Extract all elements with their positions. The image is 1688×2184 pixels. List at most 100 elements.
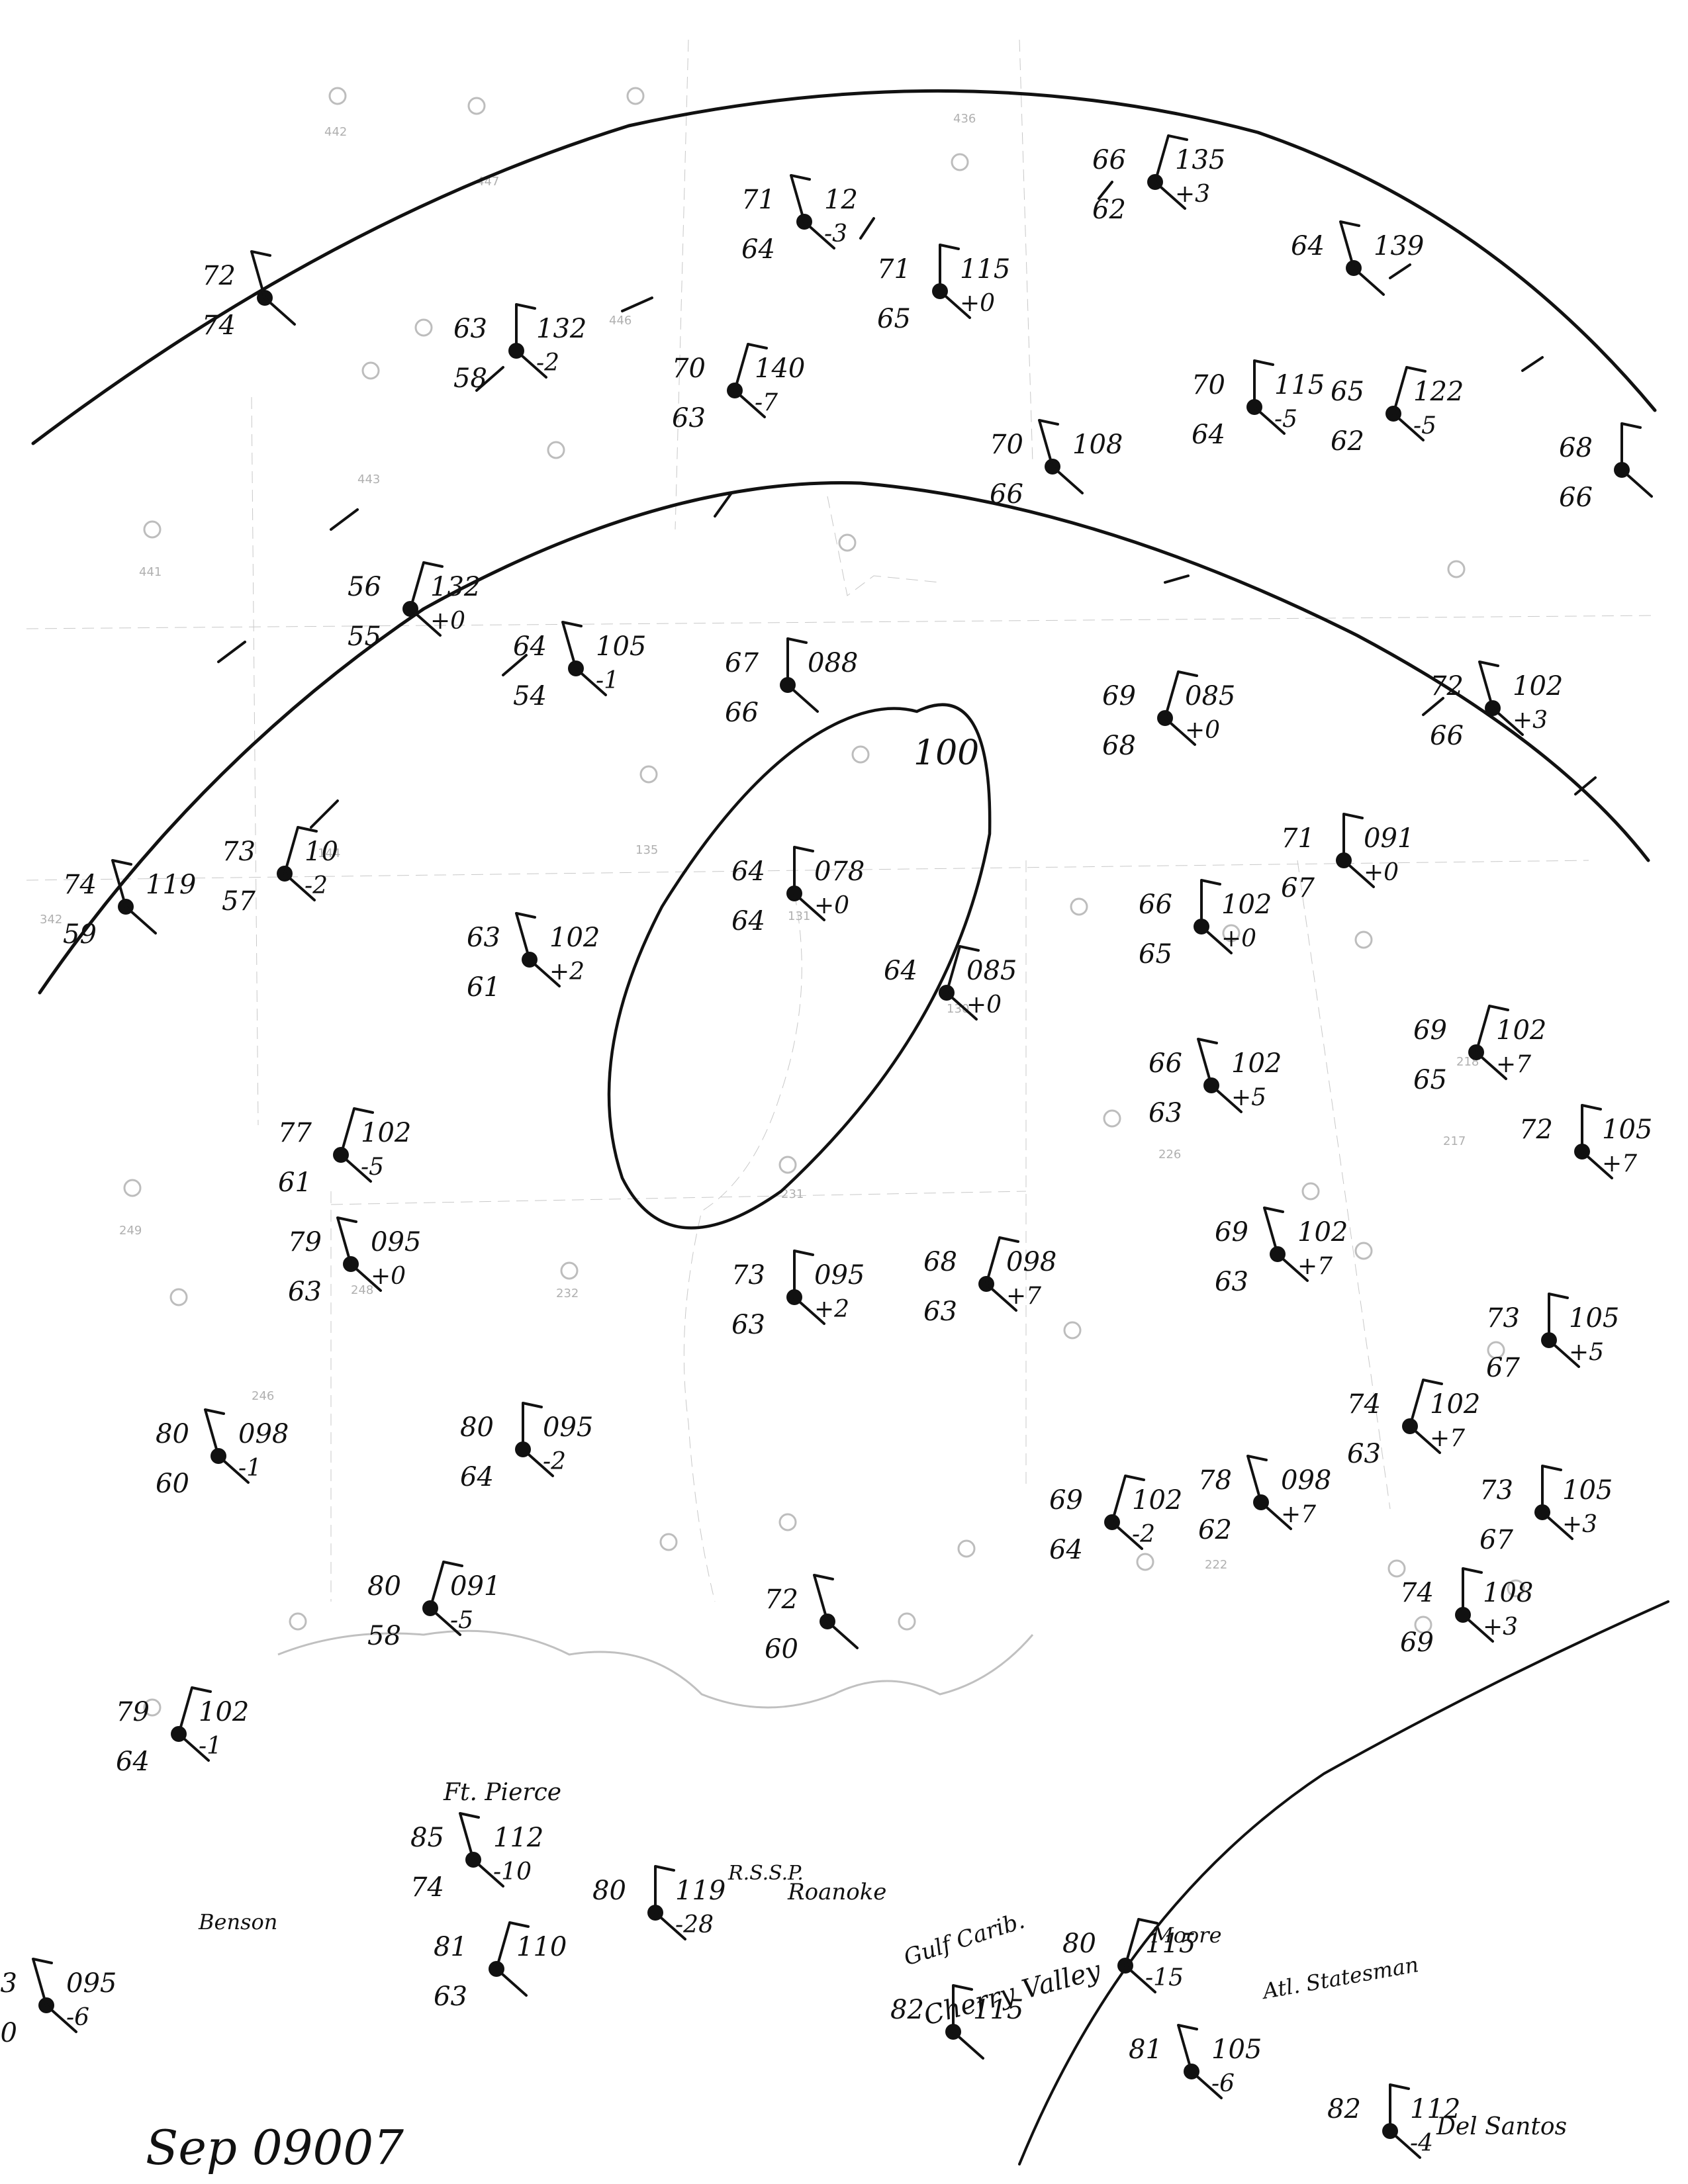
temperature-value: 81 [1129,2034,1162,2065]
tendency-value: +3 [1175,181,1210,208]
station-id: 226 [1158,1148,1181,1161]
wind-barb [790,174,835,250]
pressure-value: 098 [1006,1247,1056,1277]
temperature-value: 80 [156,1419,189,1449]
pressure-value: 095 [543,1412,593,1443]
river [683,893,802,1602]
tendency-value: +7 [1006,1283,1041,1310]
temperature-value: 78 [1198,1465,1232,1496]
dewpoint-value: 50 [0,2018,17,2048]
station-id: 436 [953,112,976,126]
temperature-value: 56 [348,572,381,602]
dewpoint-value: 67 [1281,873,1315,903]
pressure-value: 102 [1513,671,1563,702]
wind-barb [1038,419,1084,494]
tendency-value: +3 [1562,1511,1597,1538]
dewpoint-value: 54 [513,681,547,711]
station-id: 443 [357,473,380,486]
state-boundary [827,496,941,596]
wind-barb [204,1408,250,1484]
wind-barb [1342,813,1375,888]
tendency-value: +0 [960,290,995,317]
state-boundary [1297,860,1391,1510]
wind-barb [250,250,296,326]
tendency-value: -28 [675,1911,714,1938]
temperature-value: 74 [63,870,97,900]
dewpoint-value: 55 [348,621,381,652]
tendency-value: -1 [238,1455,261,1482]
wind-barb [336,1216,382,1292]
tendency-value: -10 [493,1858,532,1886]
pressure-value: 102 [1496,1015,1546,1046]
dewpoint-value: 63 [731,1310,765,1340]
state-boundary [26,615,1656,629]
temperature-value: 80 [592,1876,626,1906]
wind-barb [939,244,971,319]
tendency-value: -2 [536,349,559,377]
station-circles [123,87,1525,1717]
dewpoint-value: 64 [731,906,765,936]
dewpoint-value: 66 [990,479,1023,510]
pressure-value: 132 [536,314,586,344]
temperature-value: 79 [116,1697,150,1727]
dewpoint-value: 62 [1092,195,1126,225]
pressure-value: 132 [430,572,481,602]
tendency-value: +0 [1185,717,1220,744]
temperature-value: 66 [1092,145,1126,175]
outer-front-line [31,89,1657,445]
note-label: R.S.S.P. [727,1862,804,1885]
pressure-value: 095 [66,1968,117,1999]
dewpoint-value: 69 [1400,1627,1434,1658]
dewpoint-value: 59 [63,919,97,950]
temperature-value: 64 [1291,231,1325,261]
temperature-value: 73 [1486,1303,1520,1334]
dewpoint-value: 74 [202,310,236,341]
tendency-value: +0 [371,1263,406,1290]
front-tick [217,181,1544,663]
temperature-value: 66 [1149,1048,1182,1079]
tendency-value: +2 [814,1296,849,1323]
dewpoint-value: 74 [410,1872,444,1903]
dewpoint-value: 57 [222,886,256,917]
wind-barb [654,1865,686,1940]
temperature-value: 64 [884,956,917,986]
wind-barb [1541,1465,1573,1540]
station-id: 441 [139,565,162,579]
pressure-value: 122 [1413,377,1464,407]
wind-barb [1200,879,1233,954]
wind-barb [32,1958,77,2033]
wind-barb [515,912,561,987]
map-stamp: Sep 09007 [146,2120,404,2175]
base-map: 442 443 447 441 446 436 135 144 342 131 … [26,39,1656,1717]
station-id: 232 [556,1287,579,1300]
temperature-value: 71 [877,254,911,285]
wind-barb [1478,660,1524,736]
tendency-value: -5 [450,1607,473,1634]
wind-barb [177,1686,212,1762]
dewpoint-value: 64 [1192,420,1225,450]
pressure-value: 108 [1072,430,1123,460]
pressure-value: 102 [549,923,600,953]
pressure-value: 102 [1297,1217,1348,1248]
wind-barb [733,343,768,418]
pressure-value: 098 [238,1419,289,1449]
dewpoint-value: 58 [453,363,487,394]
temperature-value: 72 [1430,671,1464,702]
